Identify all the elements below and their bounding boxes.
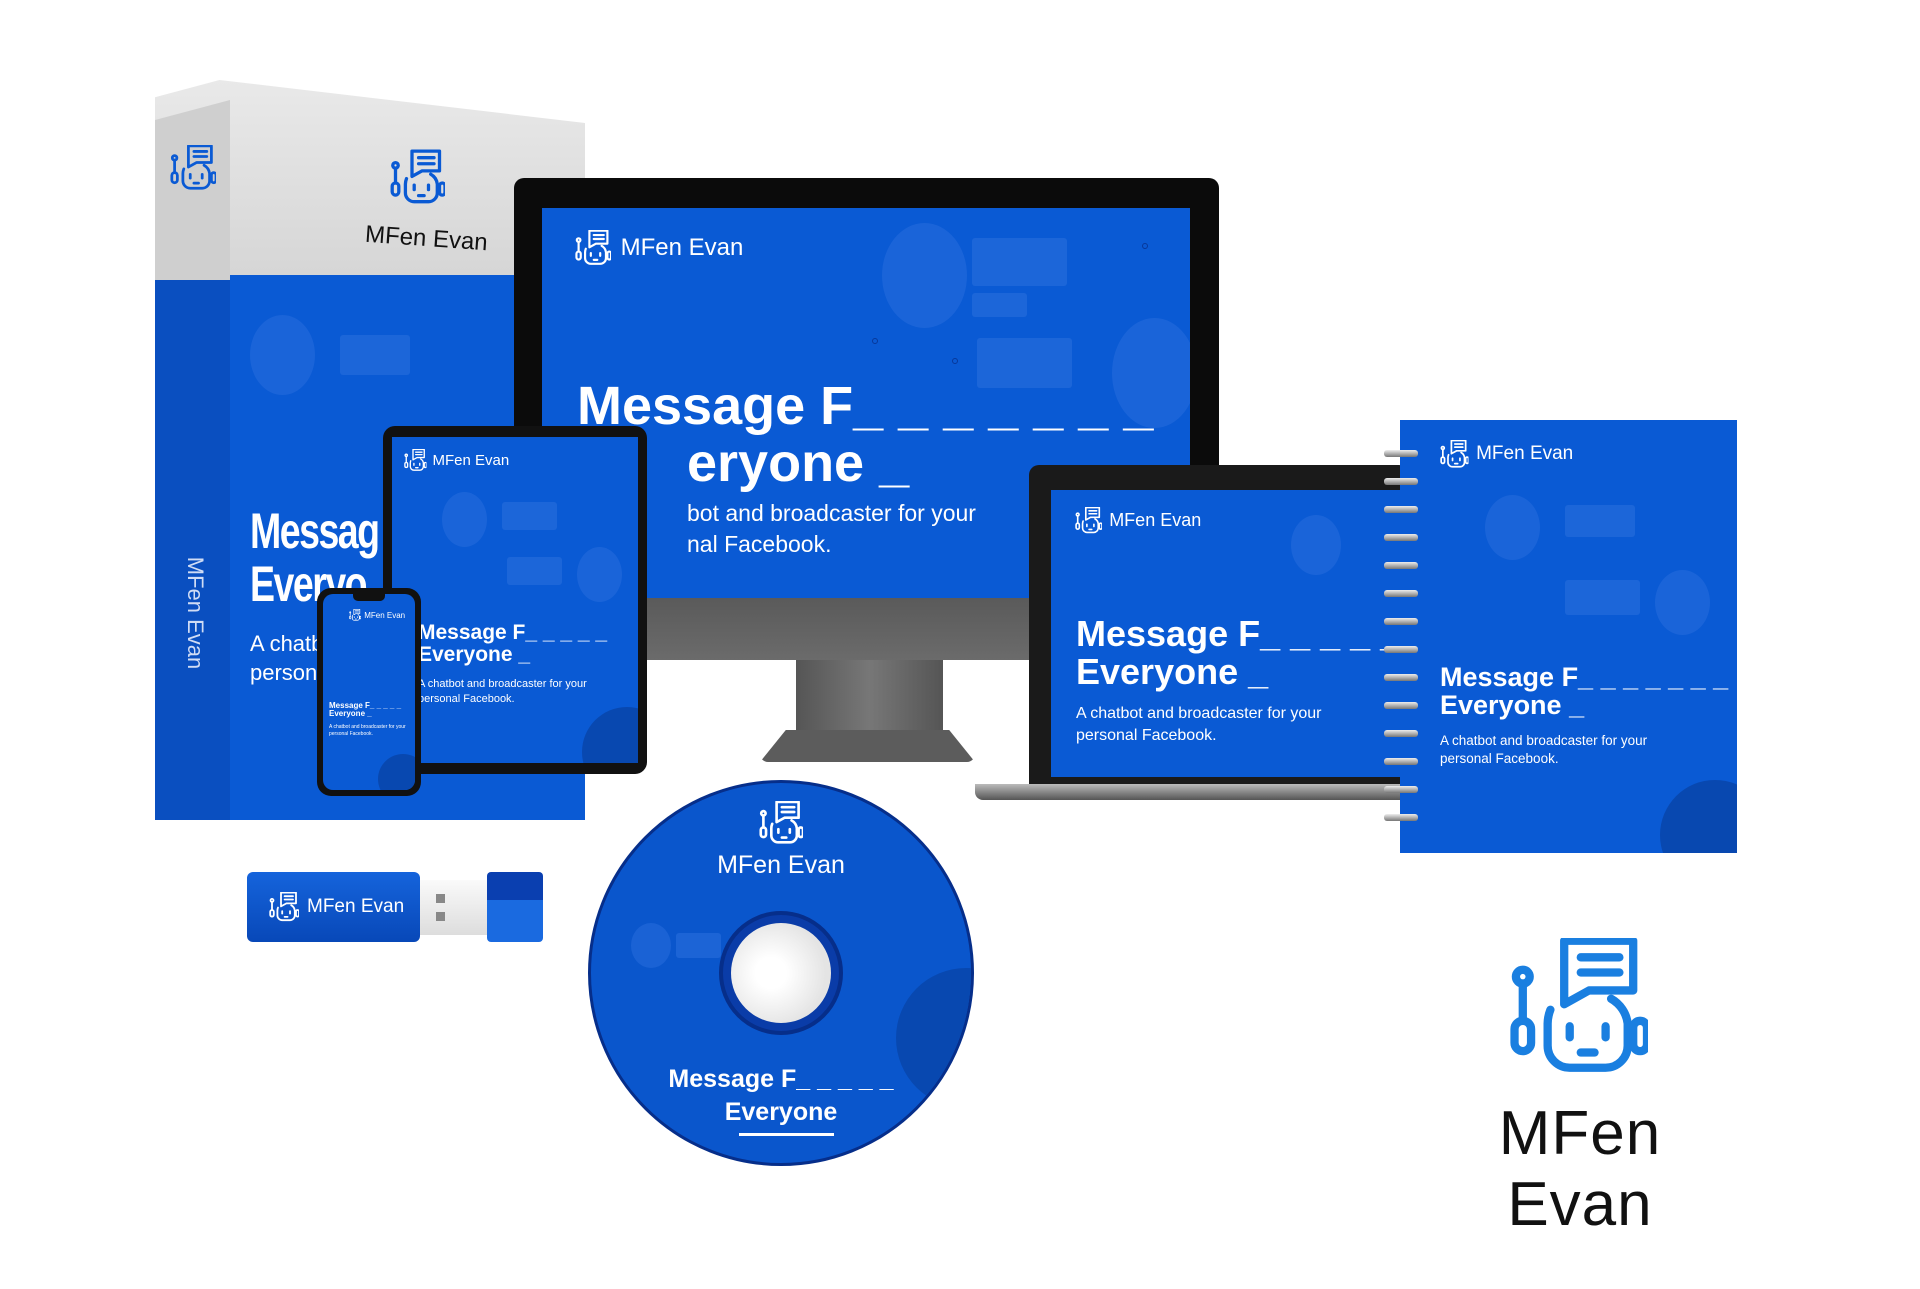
usb-cap (487, 872, 543, 942)
monitor-base (760, 730, 975, 762)
tablet-robot-icon (404, 449, 427, 472)
phone-sub-2: personal Facebook. (329, 730, 373, 737)
spiral-ring (1384, 450, 1418, 457)
phone-robot-icon (349, 609, 361, 621)
monitor-headline-1: Message F_ _ _ _ _ _ _ (577, 376, 1154, 436)
spiral-ring (1384, 758, 1418, 765)
monitor-sub-2: nal Facebook. (687, 531, 832, 558)
phone-brand: MFen Evan (364, 610, 406, 620)
notebook: MFen Evan Message F_ _ _ _ _ _ _ Everyon… (1400, 420, 1737, 853)
logo-wordmark: MFen Evan (1498, 1099, 1662, 1239)
spiral-ring (1384, 646, 1418, 653)
box-headline-1: Messag (250, 503, 380, 559)
spiral-ring (1384, 506, 1418, 513)
cd-headline-1: Message F_ _ _ _ _ (668, 1065, 894, 1093)
spiral-ring (1384, 786, 1418, 793)
notebook-headline-2: Everyone _ (1440, 690, 1585, 721)
box-top-robot-icon (390, 145, 445, 210)
notebook-headline-1: Message F_ _ _ _ _ _ _ (1440, 662, 1729, 692)
monitor-stand (796, 660, 943, 735)
phone-notch (353, 594, 385, 601)
usb-connector (420, 880, 487, 935)
box-sub-2: persona (250, 659, 330, 685)
spiral-ring (1384, 534, 1418, 541)
robot-chat-logo-icon (1508, 938, 1648, 1076)
tablet-headline-1: Message F_ _ _ _ _ (418, 621, 608, 644)
spiral-ring (1384, 562, 1418, 569)
laptop-headline-2: Everyone _ (1076, 650, 1269, 692)
tablet-screen: MFen Evan Message F_ _ _ _ _ Everyone _ … (392, 437, 638, 763)
laptop-sub-2: personal Facebook. (1076, 726, 1217, 744)
notebook-robot-icon (1440, 440, 1469, 469)
usb-drive: MFen Evan (247, 872, 420, 942)
notebook-brand: MFen Evan (1476, 443, 1574, 465)
box-spine-label: MFen Evan (183, 556, 208, 670)
box-sub-1: A chatb (250, 631, 324, 656)
phone-headline-2: Everyone _ (329, 709, 372, 719)
laptop-brand: MFen Evan (1109, 510, 1202, 530)
box-spine-top (155, 100, 230, 280)
notebook-spiral (1384, 450, 1418, 830)
usb-label: MFen Evan (307, 896, 405, 917)
monitor-brand: MFen Evan (620, 234, 744, 261)
notebook-sub-2: personal Facebook. (1440, 751, 1559, 767)
tablet-brand: MFen Evan (432, 451, 510, 469)
laptop-robot-icon (1075, 507, 1102, 534)
monitor-sub-1: bot and broadcaster for your (687, 500, 976, 526)
monitor-robot-icon (575, 230, 611, 266)
cd-disc: MFen Evan Message F_ _ _ _ _ Everyone (588, 780, 974, 1166)
spiral-ring (1384, 478, 1418, 485)
spiral-ring (1384, 814, 1418, 821)
monitor-headline-2: eryone _ (687, 432, 910, 493)
laptop-headline-1: Message F_ _ _ _ _ (1076, 613, 1401, 654)
laptop-screen: MFen Evan Message F_ _ _ _ _ Everyone _ … (1051, 490, 1406, 777)
tablet-headline-2: Everyone _ (418, 643, 531, 667)
tablet-sub-2: personal Facebook. (418, 692, 515, 705)
spiral-ring (1384, 674, 1418, 681)
box-spine (155, 275, 230, 820)
cd-hole (731, 923, 831, 1023)
spiral-ring (1384, 618, 1418, 625)
usb-robot-icon (269, 892, 299, 922)
notebook-sub-1: A chatbot and broadcaster for your (1440, 733, 1648, 748)
cd-underline (739, 1133, 834, 1136)
laptop-base (975, 784, 1410, 800)
phone-sub-1: A chatbot and broadcaster for your (329, 724, 406, 730)
tablet-sub-1: A chatbot and broadcaster for your (418, 678, 587, 690)
cd-label: MFen Evan (717, 851, 845, 879)
cd-headline-2: Everyone (724, 1097, 838, 1126)
spiral-ring (1384, 702, 1418, 709)
spiral-ring (1384, 730, 1418, 737)
box-spine-robot-icon (170, 145, 216, 191)
box-headline: Messag Everyo (250, 503, 380, 610)
phone-screen: MFen Evan Message F_ _ _ _ _ Everyone _ … (323, 594, 415, 790)
cd-robot-icon (759, 801, 803, 845)
phone-headline-1: Message F_ _ _ _ _ (329, 701, 402, 710)
laptop-sub-1: A chatbot and broadcaster for your (1076, 705, 1322, 722)
spiral-ring (1384, 590, 1418, 597)
